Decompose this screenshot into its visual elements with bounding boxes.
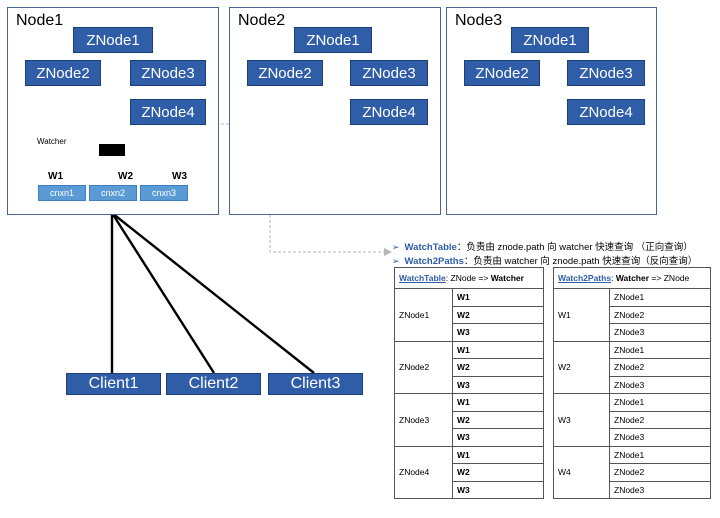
watchtable-value-cell: W2 [452,305,544,324]
watchtable-value-cell: W1 [452,393,544,412]
client2-box[interactable]: Client2 [166,373,261,395]
watchtable-value-cell: W3 [452,375,544,394]
watch2paths-value-cell: ZNode1 [609,445,711,464]
watchtable-key-cell: ZNode2 [394,340,453,394]
worker-w1-label: W1 [48,171,63,182]
node1-znode4[interactable]: ZNode4 [130,99,206,125]
watch2paths-value-cell: ZNode3 [609,375,711,394]
watch2paths-key: Watch2Paths [404,256,464,267]
watchtable-header: WatchTable: ZNode => Watcher [394,267,544,289]
watch2paths-value-cell: ZNode2 [609,358,711,377]
watch2paths-value-cell: ZNode2 [609,305,711,324]
node2-znode1[interactable]: ZNode1 [294,27,372,53]
watch2paths-desc-text: 负责由 watcher 向 znode.path 快速查询（反向查询） [473,256,698,267]
watchtable-to: Watcher [490,273,524,283]
node1-znode3[interactable]: ZNode3 [130,60,206,86]
watchtable-sep: ： [456,242,467,253]
watch2paths-key-cell: W4 [553,445,610,499]
node2-title: Node2 [238,12,286,29]
watchtable-value-cell: W3 [452,428,544,447]
watch2paths-value-cell: ZNode3 [609,428,711,447]
node1-title: Node1 [16,12,64,29]
watcher-block[interactable] [99,144,125,156]
watch2paths-to: ZNode [663,273,690,283]
node3-znode1[interactable]: ZNode1 [511,27,589,53]
watch2paths-value-cell: ZNode1 [609,340,711,359]
watch2paths-title: Watch2Paths [558,273,612,283]
watch2paths-key-cell: W1 [553,288,610,342]
watch2paths-title-sep: : [611,273,614,283]
watchtable-title-sep: : [445,273,449,283]
node3-title: Node3 [455,12,503,29]
node2-znode3[interactable]: ZNode3 [350,60,428,86]
watchtable-value-cell: W1 [452,445,544,464]
watch2paths-value-cell: ZNode3 [609,323,711,342]
watchtable-value-cell: W2 [452,358,544,377]
watch2paths-value-cell: ZNode2 [609,410,711,429]
watchtable-key-cell: ZNode4 [394,445,453,499]
watch2paths-row: ZNode3 [554,480,711,499]
arrow-bullet-icon: ➢ [392,256,400,266]
watchtable-value-cell: W2 [452,410,544,429]
watchtable-description: ➢ WatchTable：负责由 znode.path 向 watcher 快速查… [392,239,693,253]
watch2paths-sep: ： [463,256,474,267]
node1-znode1[interactable]: ZNode1 [73,27,153,53]
watcher-label: Watcher [37,137,67,146]
client3-box[interactable]: Client3 [268,373,363,395]
watch2paths-key-cell: W3 [553,393,610,447]
watch2paths-value-cell: ZNode3 [609,480,711,499]
watch2paths-value-cell: ZNode2 [609,463,711,482]
watch2paths-arrow: => [651,273,662,283]
watchtable-key-cell: ZNode3 [394,393,453,447]
watchtable-arrow: => [478,273,489,283]
watchtable-value-cell: W1 [452,288,544,307]
arrow-bullet-icon: ➢ [392,242,400,252]
watch2paths-header: Watch2Paths: Watcher => ZNode [553,267,711,289]
watchtable-value-cell: W3 [452,480,544,499]
client1-box[interactable]: Client1 [66,373,161,395]
watch2paths-description: ➢ Watch2Paths：负责由 watcher 向 znode.path 快速… [392,253,697,267]
watchtable-from: ZNode [450,273,477,283]
node3-znode4[interactable]: ZNode4 [567,99,645,125]
node2-znode2[interactable]: ZNode2 [247,60,323,86]
cnxn1-box[interactable]: cnxn1 [38,185,86,201]
worker-w2-label: W2 [118,171,133,182]
watch2paths-key-cell: W2 [553,340,610,394]
node3-znode3[interactable]: ZNode3 [567,60,645,86]
watchtable-value-cell: W1 [452,340,544,359]
worker-w3-label: W3 [172,171,187,182]
watchtable-row: W3 [395,480,544,499]
watch2paths-value-cell: ZNode1 [609,288,711,307]
watchtable-title: WatchTable [399,273,446,283]
watch2paths-from: Watcher [615,273,650,283]
watchtable-key: WatchTable [404,242,457,253]
watchtable-value-cell: W3 [452,323,544,342]
watchtable-desc-text: 负责由 znode.path 向 watcher 快速查询 （正向查询） [466,242,693,253]
cnxn2-box[interactable]: cnxn2 [89,185,137,201]
watch2paths-value-cell: ZNode1 [609,393,711,412]
node2-znode4[interactable]: ZNode4 [350,99,428,125]
node3-znode2[interactable]: ZNode2 [464,60,540,86]
node1-znode2[interactable]: ZNode2 [25,60,101,86]
watchtable-key-cell: ZNode1 [394,288,453,342]
cnxn3-box[interactable]: cnxn3 [140,185,188,201]
watchtable-value-cell: W2 [452,463,544,482]
